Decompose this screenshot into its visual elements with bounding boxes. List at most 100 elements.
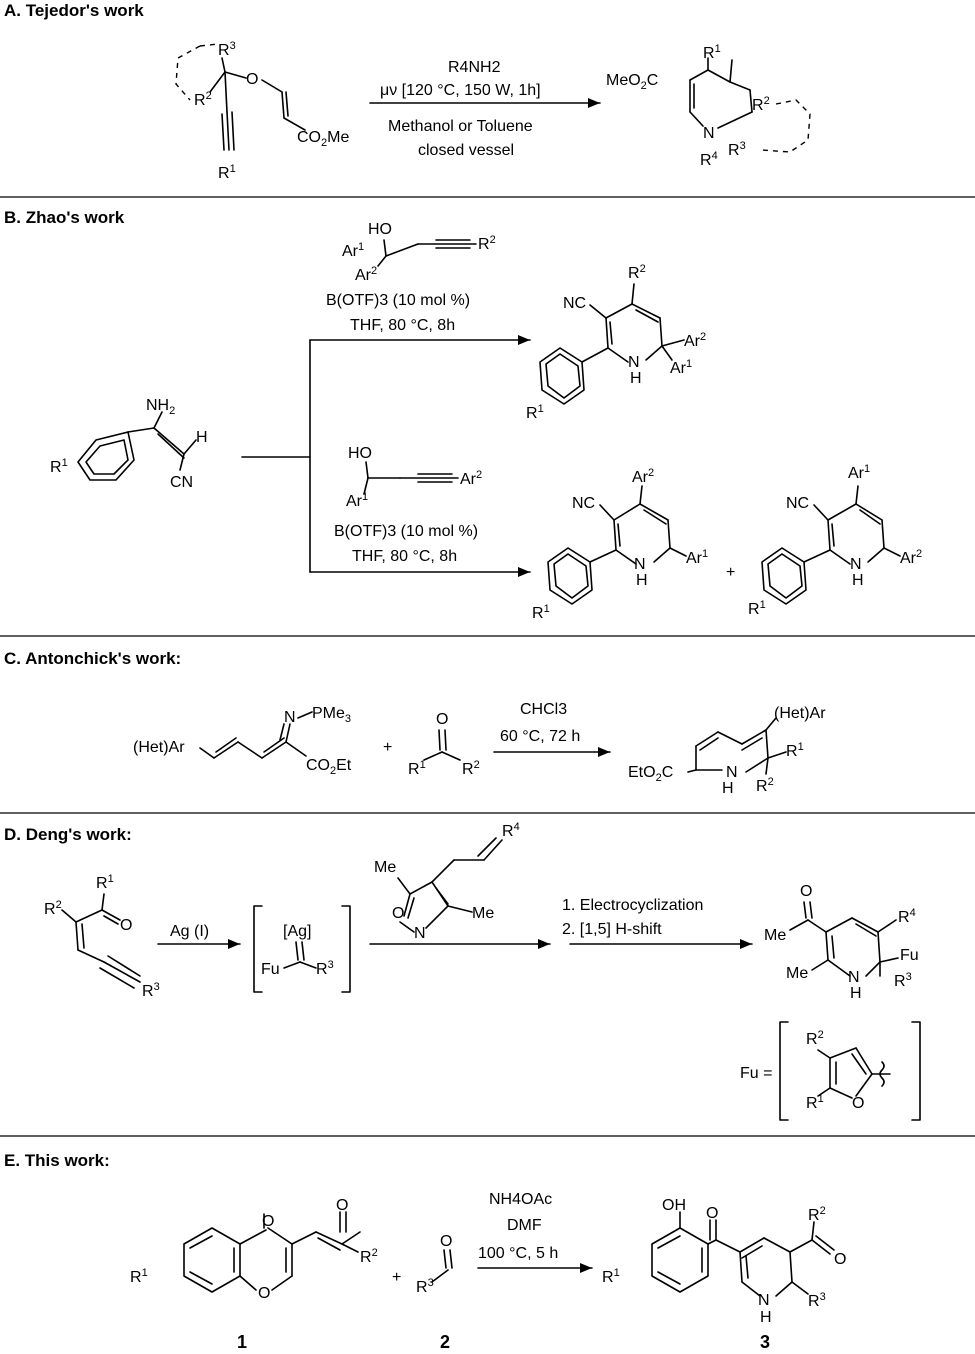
this-work-aldehyde: O R3 — [416, 1233, 453, 1296]
svg-text:Me: Me — [472, 905, 494, 922]
svg-text:CO2Me: CO2Me — [297, 129, 349, 149]
svg-text:N: N — [414, 925, 426, 942]
this-work-conditions: 100 °C, 5 h — [478, 1245, 558, 1262]
svg-text:Ar2: Ar2 — [460, 469, 482, 488]
svg-text:N: N — [726, 764, 738, 781]
svg-text:R3: R3 — [218, 40, 236, 59]
svg-text:O: O — [440, 1233, 452, 1250]
svg-text:R1: R1 — [786, 741, 804, 760]
svg-text:O: O — [258, 1285, 270, 1302]
antonchick-conditions-2: 60 °C, 72 h — [500, 728, 580, 745]
svg-text:R1: R1 — [50, 457, 68, 476]
svg-text:Ar2: Ar2 — [632, 467, 654, 486]
zhao-propargyl-alcohol-bottom: HO Ar2 Ar1 — [346, 445, 482, 510]
antonchick-arrow — [493, 747, 611, 757]
svg-text:R2: R2 — [628, 263, 646, 282]
this-work-product: R1 OH O N H R3 R2 O — [602, 1197, 846, 1326]
section-c-header: C. Antonchick's work: — [4, 649, 181, 668]
zhao-product-bottom-left: NC Ar2 N H Ar1 R1 — [532, 467, 708, 622]
section-d-header: D. Deng's work: — [4, 825, 132, 844]
deng-isoxazole: Me O N Me R4 — [374, 821, 520, 942]
svg-text:N: N — [284, 709, 296, 726]
svg-text:Me: Me — [786, 965, 808, 982]
svg-text:CO2Et: CO2Et — [306, 757, 352, 777]
svg-text:H: H — [850, 985, 862, 1002]
this-work-chromone: R1 O O O R2 — [130, 1197, 378, 1302]
svg-text:R2: R2 — [752, 95, 770, 114]
svg-text:OH: OH — [662, 1197, 686, 1214]
svg-text:O: O — [706, 1205, 718, 1222]
svg-text:N: N — [850, 556, 862, 573]
svg-text:NC: NC — [563, 295, 586, 312]
compound-1-label: 1 — [237, 1332, 247, 1352]
deng-catalyst: Ag (I) — [170, 923, 209, 940]
svg-text:O: O — [336, 1197, 348, 1214]
svg-text:Fu: Fu — [261, 961, 280, 978]
svg-text:R1: R1 — [748, 599, 766, 618]
svg-text:(Het)Ar: (Het)Ar — [133, 739, 185, 756]
this-work-solvent: DMF — [507, 1217, 542, 1234]
svg-text:R4: R4 — [700, 150, 718, 169]
plus-sign-e: + — [392, 1269, 401, 1286]
section-e-header: E. This work: — [4, 1151, 110, 1170]
svg-text:R3: R3 — [894, 971, 912, 990]
deng-silver-carbene: [Ag] Fu R3 — [253, 905, 351, 993]
compound-2-label: 2 — [440, 1332, 450, 1352]
svg-text:R2: R2 — [756, 776, 774, 795]
section-a-header: A. Tejedor's work — [4, 1, 144, 20]
tejedor-arrow — [369, 98, 601, 108]
svg-text:O: O — [120, 917, 132, 934]
fu-definition-label: Fu = — [740, 1065, 772, 1082]
zhao-catalyst-bottom: B(OTF)3 (10 mol %) — [334, 523, 478, 540]
svg-text:R2: R2 — [478, 234, 496, 253]
svg-text:O: O — [852, 1095, 864, 1112]
svg-text:R4: R4 — [898, 907, 916, 926]
svg-text:R2: R2 — [462, 759, 480, 778]
tejedor-reagent: R4NH2 — [448, 59, 501, 76]
svg-text:R2: R2 — [360, 1247, 378, 1266]
svg-text:R3: R3 — [316, 959, 334, 978]
svg-text:R3: R3 — [142, 981, 160, 1000]
deng-furyl-definition: Fu = R2 O R1 — [740, 1021, 921, 1121]
svg-text:R3: R3 — [416, 1277, 434, 1296]
svg-text:HO: HO — [348, 445, 372, 462]
antonchick-conditions-1: CHCl3 — [520, 701, 567, 718]
svg-text:NC: NC — [786, 495, 809, 512]
svg-text:CN: CN — [170, 474, 193, 491]
svg-text:R3: R3 — [728, 140, 746, 159]
zhao-product-bottom-right: NC Ar1 N H Ar2 R1 — [748, 463, 922, 618]
svg-text:R1: R1 — [408, 759, 426, 778]
svg-text:Ar1: Ar1 — [848, 463, 870, 482]
svg-text:(Het)Ar: (Het)Ar — [774, 705, 826, 722]
plus-sign-c: + — [383, 739, 392, 756]
svg-text:H: H — [722, 780, 734, 797]
zhao-starting-enamine: R1 NH2 H CN — [50, 397, 208, 491]
svg-text:O: O — [262, 1213, 274, 1230]
svg-text:Ar1: Ar1 — [686, 548, 708, 567]
zhao-product-top: NC R2 N H Ar2 Ar1 R1 — [526, 263, 706, 422]
tejedor-conditions-1: μν [120 °C, 150 W, 1h] — [380, 82, 541, 99]
section-b-header: B. Zhao's work — [4, 208, 125, 227]
svg-text:R2: R2 — [808, 1205, 826, 1224]
this-work-arrow — [477, 1263, 593, 1273]
svg-text:HO: HO — [368, 221, 392, 238]
svg-text:H: H — [852, 572, 864, 589]
svg-text:R3: R3 — [808, 1291, 826, 1310]
svg-text:N: N — [848, 969, 860, 986]
svg-text:N: N — [628, 354, 640, 371]
plus-sign-b: + — [726, 564, 735, 581]
svg-text:Ar1: Ar1 — [342, 241, 364, 260]
svg-text:H: H — [196, 429, 208, 446]
svg-text:NH2: NH2 — [146, 397, 175, 417]
svg-text:R1: R1 — [218, 163, 236, 182]
deng-product: O Me R4 Fu R3 N H Me — [764, 883, 919, 1002]
zhao-branching-arrows — [241, 335, 531, 577]
svg-text:PMe3: PMe3 — [312, 705, 351, 725]
antonchick-ketone: O R1 R2 — [408, 711, 480, 778]
svg-text:Ar2: Ar2 — [684, 331, 706, 350]
svg-text:EtO2C: EtO2C — [628, 764, 673, 784]
deng-arrow-3 — [569, 939, 753, 949]
svg-text:O: O — [834, 1251, 846, 1268]
zhao-propargyl-alcohol-top: HO Ar1 R2 Ar2 — [342, 221, 496, 284]
